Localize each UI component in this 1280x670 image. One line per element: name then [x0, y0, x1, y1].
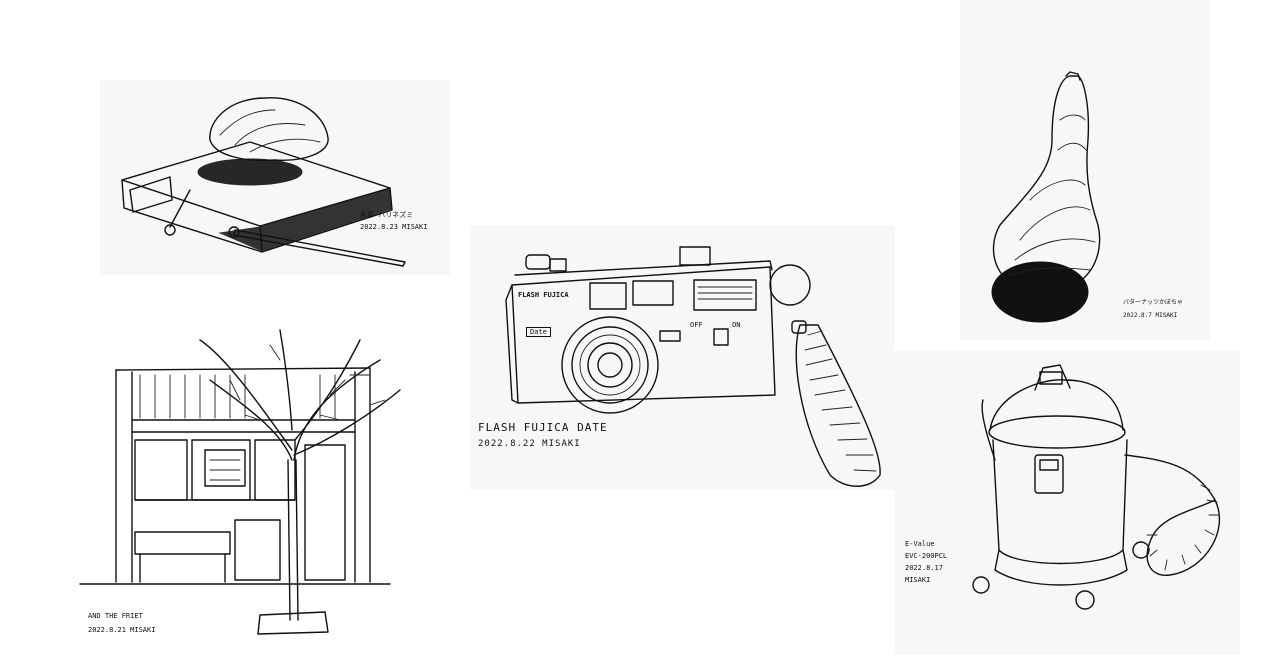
camera-logo: FLASH FUJICA	[518, 291, 569, 299]
sketch-gourd: バターナッツかぼちゃ 2022.8.7 MISAKI	[960, 0, 1210, 345]
shop-caption-date: 2022.8.21 MISAKI	[88, 626, 156, 634]
shop-drawing	[80, 320, 410, 650]
camera-drawing	[470, 225, 895, 495]
sketch-matchbox: 未草 ハリネズミ 2022.8.23 MISAKI	[100, 80, 450, 280]
camera-switch-off: OFF	[690, 321, 703, 329]
gourd-caption-title: バターナッツかぼちゃ	[1123, 299, 1184, 306]
camera-switch-on: ON	[732, 321, 741, 329]
vacuum-caption-line1: E-Value	[905, 540, 935, 548]
camera-caption-title: FLASH FUJICA DATE	[478, 421, 608, 434]
sketch-shop: AND THE FRIET 2022.8.21 MISAKI	[80, 320, 410, 650]
sketch-vacuum: E-Value EVC-200PCL 2022.8.17 MISAKI	[895, 350, 1240, 660]
vacuum-caption-line2: EVC-200PCL	[905, 552, 948, 560]
sketch-camera: FLASH FUJICA Date OFF ON FLASH FUJICA DA…	[470, 225, 895, 495]
vacuum-drawing	[895, 350, 1240, 660]
gourd-caption-date: 2022.8.7 MISAKI	[1123, 312, 1178, 319]
gourd-drawing	[960, 0, 1210, 345]
shop-caption-title: AND THE FRIET	[88, 612, 143, 620]
matchbox-caption-title: 未草 ハリネズミ	[360, 211, 414, 219]
camera-date-badge: Date	[526, 327, 551, 337]
camera-caption-date: 2022.8.22 MISAKI	[478, 439, 581, 449]
vacuum-caption-line4: MISAKI	[905, 576, 931, 584]
matchbox-caption-date: 2022.8.23 MISAKI	[360, 223, 428, 231]
paper-background	[895, 350, 1240, 655]
vacuum-caption-line3: 2022.8.17	[905, 564, 943, 572]
matchbox-drawing	[100, 80, 450, 280]
